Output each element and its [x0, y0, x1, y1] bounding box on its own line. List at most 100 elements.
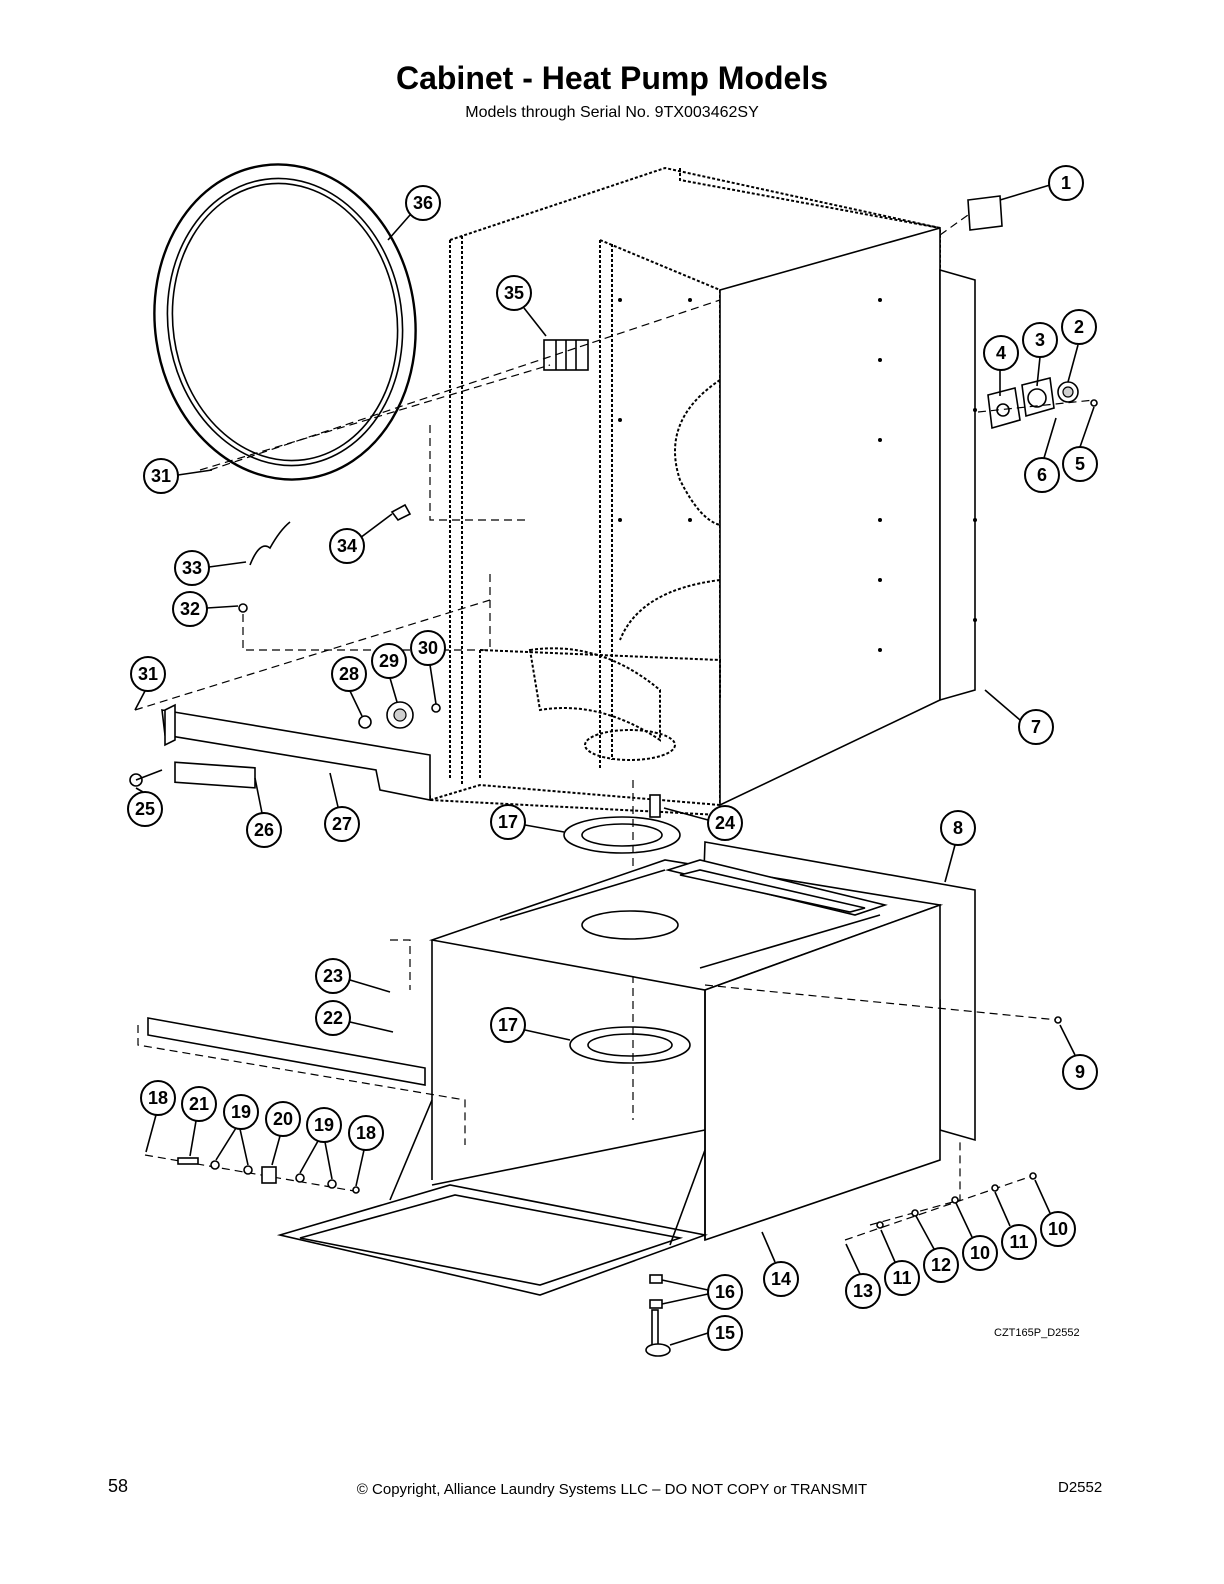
front-ring-part	[153, 163, 417, 481]
svg-text:18: 18	[148, 1088, 168, 1108]
callout-19a: 19	[215, 1094, 259, 1166]
callout-8: 8	[940, 810, 976, 883]
page-title: Cabinet - Heat Pump Models	[395, 60, 829, 96]
svg-text:11: 11	[1009, 1232, 1028, 1252]
svg-text:17: 17	[498, 1015, 518, 1035]
bearing-cluster	[977, 377, 1098, 430]
callout-22: 22	[315, 1000, 394, 1036]
document-number: D2552	[1058, 1479, 1103, 1496]
callout-15: 15	[669, 1315, 743, 1351]
svg-text:35: 35	[504, 283, 524, 303]
svg-text:14: 14	[771, 1269, 791, 1289]
callout-32: 32	[172, 591, 239, 627]
plug-part	[939, 195, 1003, 236]
callout-18a: 18	[140, 1080, 176, 1153]
callout-6: 6	[1024, 417, 1060, 493]
hinge-bracket-part	[129, 599, 491, 801]
svg-text:29: 29	[379, 651, 399, 671]
copyright-notice: © Copyright, Alliance Laundry Systems LL…	[356, 1481, 868, 1498]
gasket-lower-part	[569, 1026, 691, 1064]
callout-17b: 17	[490, 1007, 571, 1043]
svg-text:8: 8	[953, 818, 963, 838]
callout-10a: 10	[1034, 1179, 1076, 1247]
callout-19b: 19	[299, 1107, 342, 1180]
svg-text:31: 31	[151, 466, 171, 486]
svg-text:36: 36	[413, 193, 433, 213]
svg-text:7: 7	[1031, 717, 1041, 737]
svg-text:30: 30	[418, 638, 438, 658]
connector-part	[390, 503, 412, 522]
svg-text:19: 19	[231, 1102, 251, 1122]
callout-2: 2	[1061, 309, 1097, 383]
callout-26: 26	[246, 777, 282, 848]
page-number: 58	[108, 1476, 129, 1496]
svg-text:23: 23	[323, 966, 343, 986]
svg-text:27: 27	[332, 814, 352, 834]
svg-text:10: 10	[970, 1243, 990, 1263]
svg-text:31: 31	[138, 664, 158, 684]
callout-35: 35	[496, 275, 547, 337]
svg-text:1: 1	[1061, 173, 1071, 193]
callout-16: 16	[661, 1274, 743, 1310]
svg-text:2: 2	[1074, 317, 1084, 337]
terminal-block-part	[543, 339, 589, 371]
svg-text:6: 6	[1037, 465, 1047, 485]
svg-text:4: 4	[996, 343, 1006, 363]
svg-text:26: 26	[254, 820, 274, 840]
svg-text:3: 3	[1035, 330, 1045, 350]
callout-25: 25	[127, 787, 163, 827]
callout-20: 20	[265, 1101, 301, 1166]
callout-24: 24	[663, 805, 743, 841]
svg-text:16: 16	[715, 1282, 735, 1302]
svg-text:12: 12	[931, 1255, 951, 1275]
svg-text:10: 10	[1048, 1219, 1068, 1239]
svg-text:32: 32	[180, 599, 200, 619]
svg-text:5: 5	[1075, 454, 1085, 474]
callout-1: 1	[999, 165, 1084, 201]
callout-13: 13	[845, 1243, 881, 1309]
gasket-upper-part	[563, 816, 681, 854]
drawing-code: CZT165P_D2552	[994, 1327, 1080, 1339]
svg-text:13: 13	[853, 1281, 873, 1301]
callout-29: 29	[371, 643, 407, 703]
svg-text:11: 11	[892, 1268, 911, 1288]
callout-31b: 31	[130, 656, 166, 711]
callout-10b: 10	[955, 1202, 998, 1271]
callout-36: 36	[387, 185, 441, 241]
axle-parts	[177, 1157, 360, 1194]
page-subtitle: Models through Serial No. 9TX003462SY	[465, 104, 759, 121]
callout-7: 7	[984, 689, 1054, 745]
callout-31a: 31	[143, 458, 213, 494]
svg-text:20: 20	[273, 1109, 293, 1129]
callout-27: 27	[324, 772, 360, 842]
svg-text:15: 15	[715, 1323, 735, 1343]
leveler-hardware	[645, 1016, 1062, 1357]
callout-23: 23	[315, 958, 391, 994]
callout-3: 3	[1022, 322, 1058, 387]
callout-17a: 17	[490, 804, 565, 840]
callout-9: 9	[1059, 1024, 1098, 1090]
callout-21: 21	[181, 1086, 217, 1157]
callout-4: 4	[983, 335, 1019, 396]
callout-5: 5	[1062, 406, 1098, 482]
upper-cabinet	[429, 166, 977, 817]
callout-14: 14	[761, 1231, 799, 1297]
callout-11b: 11	[880, 1229, 920, 1296]
wire-part	[249, 521, 291, 566]
callout-11a: 11	[994, 1191, 1037, 1260]
svg-text:22: 22	[323, 1008, 343, 1028]
callout-34: 34	[329, 513, 393, 564]
svg-text:33: 33	[182, 558, 202, 578]
svg-text:24: 24	[715, 813, 735, 833]
callout-28: 28	[331, 656, 367, 717]
svg-text:17: 17	[498, 812, 518, 832]
callout-30: 30	[410, 630, 446, 705]
svg-text:9: 9	[1075, 1062, 1085, 1082]
svg-text:19: 19	[314, 1115, 334, 1135]
svg-text:21: 21	[189, 1094, 209, 1114]
base-cabinet	[137, 841, 1059, 1296]
svg-text:28: 28	[339, 664, 359, 684]
callout-18b: 18	[348, 1115, 384, 1187]
callout-12: 12	[915, 1215, 959, 1283]
svg-text:25: 25	[135, 799, 155, 819]
